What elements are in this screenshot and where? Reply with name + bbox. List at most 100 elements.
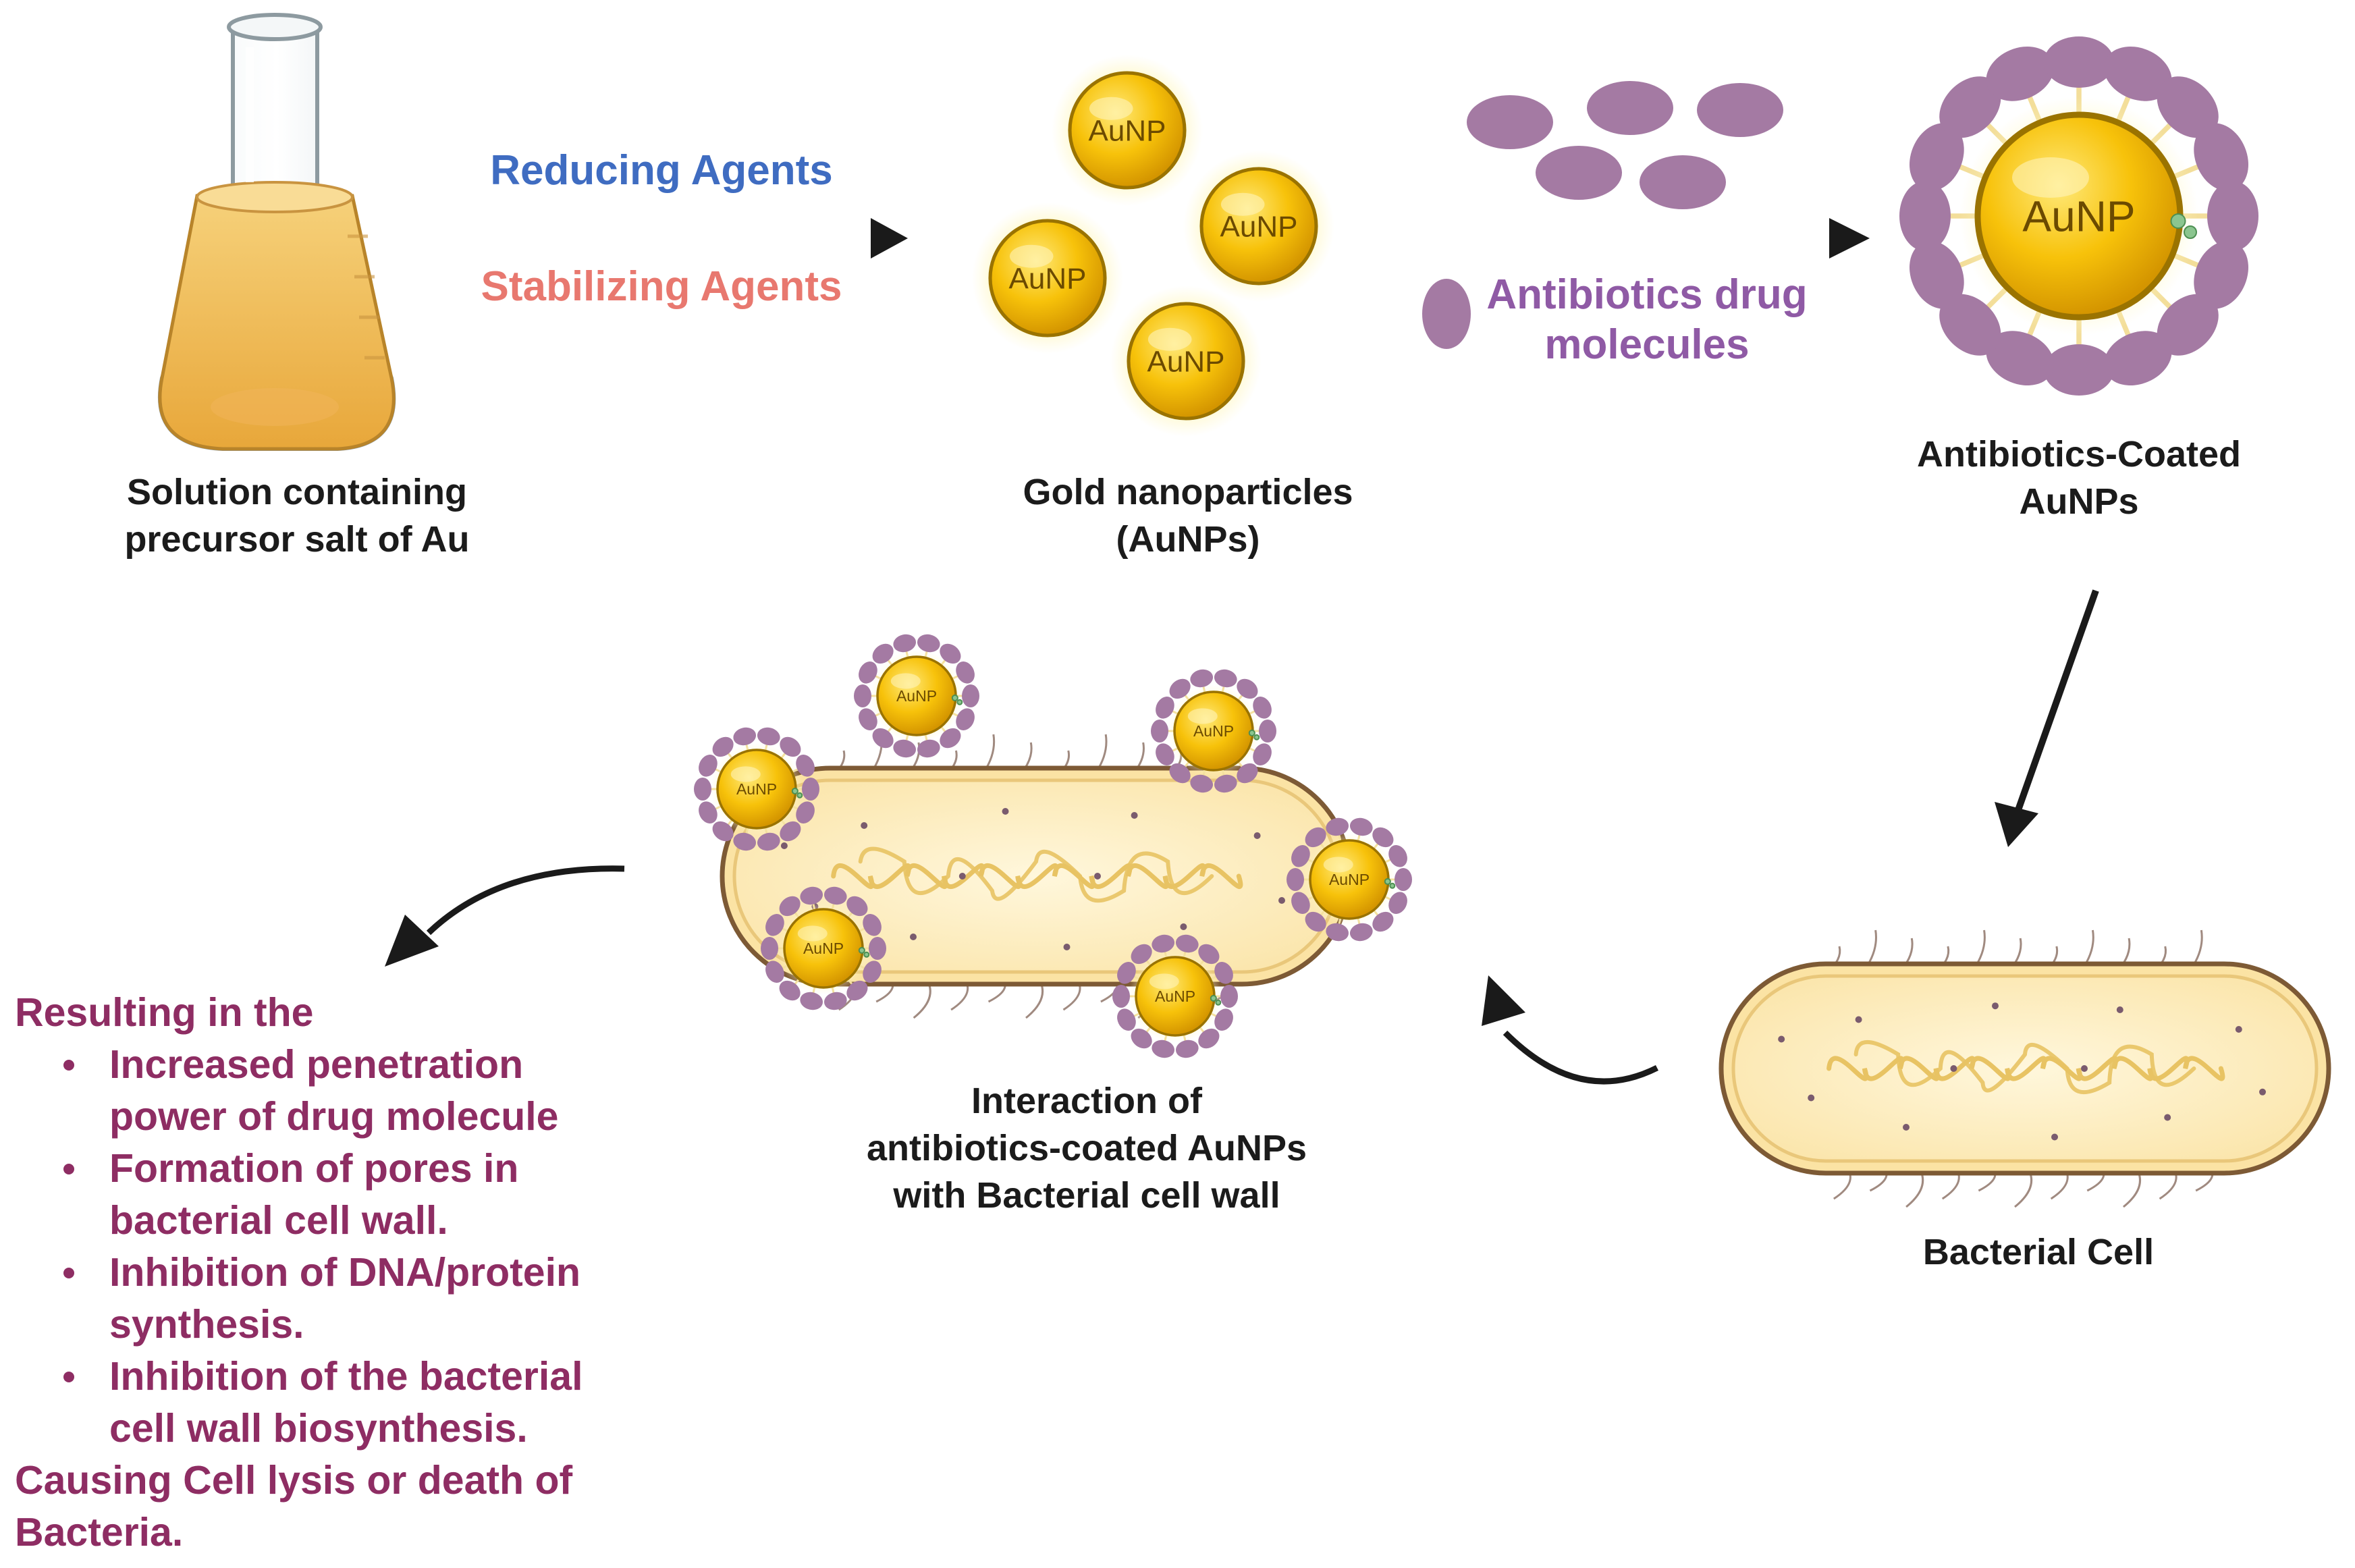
coated-aunp-particle: AuNP: [1112, 934, 1238, 1058]
drug-molecule: [1291, 892, 1310, 915]
result-item: Formation of pores in bacterial cell wal…: [63, 1143, 690, 1247]
bacterial-cell-icon: [1718, 929, 2331, 1208]
drug-molecule: [846, 896, 868, 917]
drug-molecule: [1214, 961, 1233, 984]
drug-molecule: [859, 708, 877, 731]
drug-molecule: [1287, 868, 1304, 891]
result-item-line: Increased penetration: [109, 1042, 524, 1087]
result-item-line: Formation of pores in: [109, 1146, 519, 1191]
result-item-line: bacterial cell wall.: [109, 1198, 448, 1243]
results-outcome-line: Bacteria.: [15, 1510, 184, 1555]
drug-molecule: [917, 739, 940, 758]
drug-molecule: [940, 728, 961, 749]
drug-molecule: [1388, 892, 1407, 915]
drug-molecule: [2157, 294, 2219, 356]
drug-molecule: [1169, 763, 1191, 784]
drug-molecule: [872, 728, 894, 749]
results-outcome: Causing Cell lysis or death of Bacteria.: [15, 1455, 690, 1559]
drug-molecule: [780, 736, 801, 757]
result-item-line: cell wall biosynthesis.: [109, 1406, 528, 1451]
drug-molecule: [779, 980, 801, 1001]
drug-molecule: [854, 684, 871, 707]
drug-molecule: [796, 754, 815, 777]
results-list: Resulting in the Increased penetration p…: [15, 987, 690, 1559]
coated-aunp-particle: AuNP: [694, 727, 819, 851]
drug-molecule: [962, 684, 979, 707]
results-outcome-line: Causing Cell lysis or death of: [15, 1458, 573, 1503]
drug-molecule: [1237, 763, 1258, 784]
aunp-particle-label: AuNP: [2022, 192, 2135, 240]
coated-aunps-label-line: Antibiotics-Coated: [1917, 434, 2241, 475]
drug-molecule: [1220, 985, 1238, 1008]
interaction-label: Interaction of antibiotics-coated AuNPs …: [796, 1077, 1377, 1219]
drug-molecule: [1253, 743, 1272, 766]
drug-molecule: [796, 801, 815, 824]
bacterial-cell-label: Bacterial Cell: [1922, 1232, 2155, 1272]
drug-molecule: [2157, 76, 2219, 138]
drug-molecule: [2044, 344, 2114, 396]
drug-molecule: [1910, 241, 1964, 309]
drug-molecule: [699, 801, 718, 824]
drug-molecule: [917, 634, 940, 653]
reducing-agents-label: Reducing Agents: [490, 147, 833, 194]
drug-molecule: [1899, 181, 1951, 251]
drug-molecule: [1326, 817, 1349, 836]
drug-molecule: [779, 896, 801, 917]
antibiotics-drug-label-line: molecules: [1544, 321, 1750, 368]
drug-molecule: [893, 739, 917, 758]
interaction-label-line: antibiotics-coated AuNPs: [866, 1128, 1307, 1168]
drug-molecule: [1291, 844, 1310, 867]
drug-molecule: [1986, 47, 2054, 101]
aunp-particle: AuNP: [1974, 111, 2184, 321]
drug-molecule: [1467, 95, 1553, 149]
drug-molecule: [1237, 678, 1258, 699]
drug-molecule: [2104, 331, 2172, 385]
drug-molecule: [733, 832, 757, 851]
drug-molecule: [1190, 774, 1214, 793]
drug-molecule: [1169, 678, 1191, 699]
drug-molecule: [1349, 817, 1373, 836]
drug-molecule: [733, 727, 757, 746]
aunp-particle: AuNP: [876, 655, 957, 736]
result-item: Inhibition of the bacterial cell wall bi…: [63, 1351, 690, 1455]
aunp-particle-label: AuNP: [1193, 722, 1234, 740]
drug-molecule: [1214, 774, 1237, 793]
drug-molecule: [1640, 155, 1726, 209]
drug-molecule: [765, 961, 784, 983]
aunp-particle: AuNP: [971, 202, 1124, 354]
drug-molecule: [1910, 123, 1964, 191]
drug-molecule: [1190, 669, 1214, 688]
drug-molecule: [1388, 844, 1407, 867]
drug-molecule: [2194, 123, 2248, 191]
arrow-icon: [422, 218, 908, 259]
drug-molecule: [780, 821, 801, 842]
antibiotics-drug-label-line: Antibiotics drug: [1486, 271, 1808, 318]
aunp-particle: AuNP: [1110, 285, 1262, 437]
drug-molecule: [757, 832, 780, 851]
drug-molecule: [1939, 294, 2001, 356]
aunp-particle: AuNP: [1309, 839, 1390, 920]
drug-molecule: [1198, 1028, 1220, 1049]
aunp-particle-label: AuNP: [1147, 345, 1225, 378]
coated-aunps-label: Antibiotics-Coated AuNPs: [1836, 431, 2322, 525]
coated-aunp-particle: AuNP: [1899, 36, 2258, 396]
gold-nanoparticles-label: Gold nanoparticles (AuNPs): [972, 468, 1404, 563]
drug-molecule: [1131, 944, 1152, 965]
flask-icon: [157, 13, 396, 451]
drug-molecule: [1305, 911, 1326, 932]
drug-molecule: [1587, 81, 1673, 135]
drug-molecule: [940, 643, 961, 664]
drug-molecule: [712, 736, 734, 757]
drug-molecule: [859, 661, 877, 684]
drug-molecule: [1156, 743, 1174, 766]
interaction-label-line: Interaction of: [971, 1081, 1202, 1121]
drug-molecule: [1151, 720, 1168, 742]
aunp-particle-label: AuNP: [1329, 871, 1370, 888]
drug-molecule: [823, 992, 847, 1010]
arrow-icon: [1384, 218, 1870, 259]
solution-label-line: Solution containing: [127, 472, 467, 512]
stabilizing-agents-label: Stabilizing Agents: [481, 263, 842, 310]
aunp-particle-label: AuNP: [736, 780, 777, 798]
